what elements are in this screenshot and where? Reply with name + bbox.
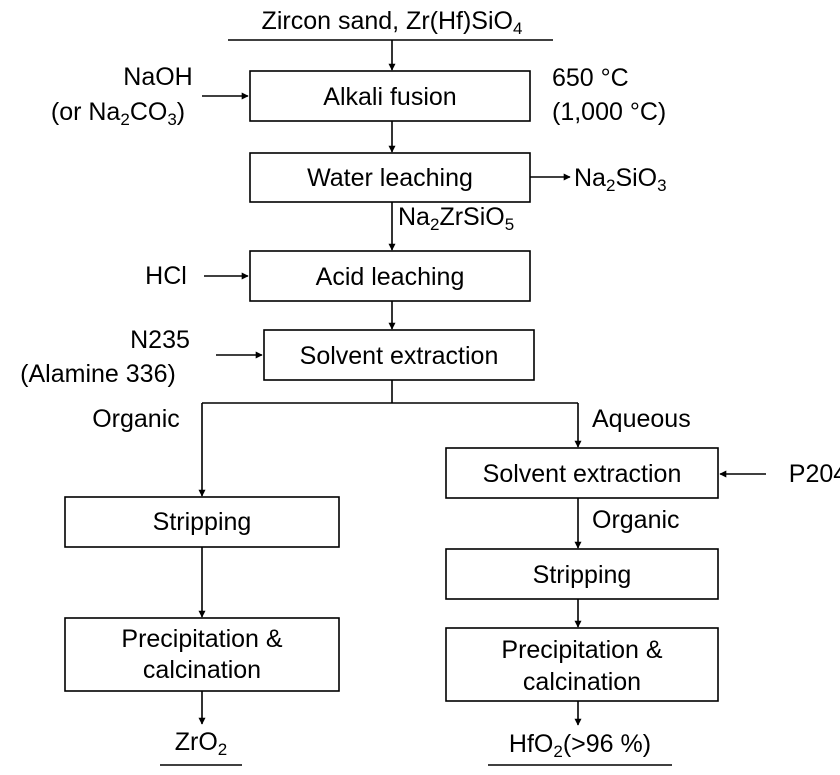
- na2co3-label: (or Na2CO3): [51, 98, 185, 129]
- solvent-extraction-label: Solvent extraction: [300, 342, 499, 370]
- hf-precip-line1: Precipitation &: [501, 636, 663, 664]
- water-leaching-box: [249, 152, 531, 203]
- temp-1000-label: (1,000 °C): [552, 98, 666, 126]
- hfo2-label: HfO2(>96 %): [509, 730, 651, 761]
- feed-label: Zircon sand, Zr(Hf)SiO4: [262, 7, 523, 38]
- hf-stripping-label: Stripping: [533, 561, 632, 589]
- hcl-label: HCl: [145, 262, 187, 290]
- solvent-extraction-box: [263, 329, 535, 381]
- hf-stripping-box: [445, 548, 719, 600]
- alkali-fusion-label: Alkali fusion: [323, 83, 456, 111]
- na2sio3-label: Na2SiO3: [574, 164, 667, 195]
- hf-solvent-extraction-box: [445, 447, 719, 499]
- alkali-fusion-box: [249, 70, 531, 122]
- na2zrsio5-label: Na2ZrSiO5: [398, 203, 514, 234]
- hf-solvent-extraction-label: Solvent extraction: [483, 460, 682, 488]
- zro2-label: ZrO2: [175, 728, 228, 759]
- alamine-label: (Alamine 336): [20, 360, 176, 388]
- water-leaching-label: Water leaching: [307, 164, 473, 192]
- temp-650-label: 650 °C: [552, 64, 629, 92]
- zr-precip-line1: Precipitation &: [121, 625, 283, 653]
- organic-label-right: Organic: [592, 506, 680, 534]
- organic-label-left: Organic: [92, 405, 180, 433]
- n235-label: N235: [130, 326, 190, 354]
- naoh-label: NaOH: [123, 63, 192, 91]
- hf-precipitation-box: [445, 627, 719, 702]
- acid-leaching-box: [249, 250, 531, 302]
- hf-precip-line2: calcination: [523, 668, 641, 696]
- zr-stripping-label: Stripping: [153, 508, 252, 536]
- zr-precip-line2: calcination: [143, 656, 261, 684]
- aqueous-label: Aqueous: [592, 405, 691, 433]
- acid-leaching-label: Acid leaching: [316, 263, 465, 291]
- p204-label: P204: [789, 460, 840, 488]
